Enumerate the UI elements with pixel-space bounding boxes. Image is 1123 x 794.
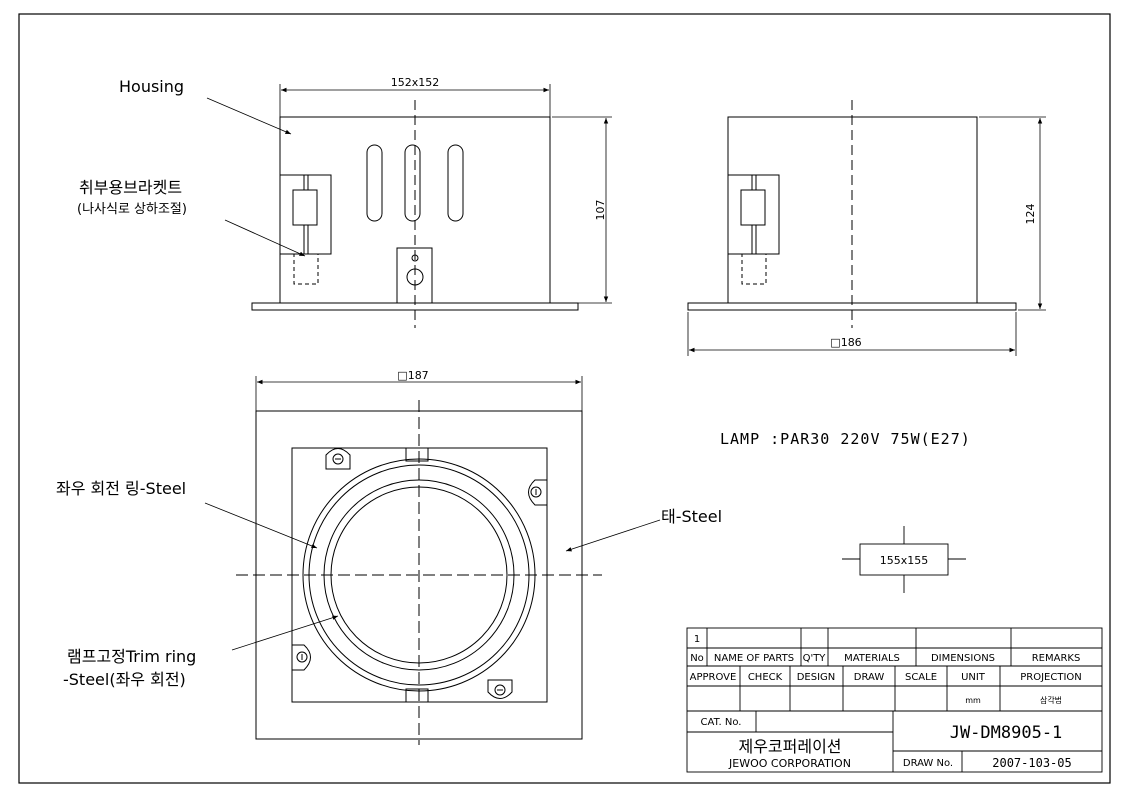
side-mounting-bracket bbox=[727, 174, 780, 285]
sheet-border bbox=[18, 13, 1111, 784]
draw-no-label: DRAW No. bbox=[903, 758, 953, 769]
approval-approve: APPROVE bbox=[690, 672, 737, 683]
label-housing: Housing bbox=[119, 77, 184, 96]
side-height-dimension: 124 bbox=[1024, 204, 1037, 225]
side-view bbox=[687, 100, 1017, 328]
draw-no-value: 2007-103-05 bbox=[992, 756, 1071, 770]
header-name-of-parts: NAME OF PARTS bbox=[714, 653, 794, 664]
screw-tab-right bbox=[528, 479, 548, 506]
unit-value: mm bbox=[965, 696, 981, 705]
label-trim-ring-note: -Steel(좌우 회전) bbox=[63, 670, 186, 689]
leader-lines bbox=[204, 97, 661, 651]
approval-design: DESIGN bbox=[797, 672, 836, 683]
label-trim-ring: 램프고정Trim ring bbox=[67, 647, 196, 666]
front-mounting-bracket bbox=[279, 174, 332, 285]
title-block bbox=[686, 627, 1103, 773]
screw-tab-top-left bbox=[325, 448, 351, 470]
top-dimensions bbox=[255, 376, 583, 411]
approval-unit: UNIT bbox=[961, 672, 986, 683]
cutout-dimension: 155x155 bbox=[880, 554, 929, 567]
header-qty: Q'TY bbox=[803, 653, 827, 664]
front-view bbox=[251, 100, 579, 328]
cutout-detail bbox=[842, 526, 966, 593]
top-view bbox=[236, 400, 602, 745]
approval-check: CHECK bbox=[748, 672, 783, 683]
side-dimensions bbox=[687, 116, 1046, 356]
drawing-number: JW-DM8905-1 bbox=[950, 723, 1063, 743]
company-name-english: JEWOO CORPORATION bbox=[728, 757, 851, 770]
approval-scale: SCALE bbox=[905, 672, 937, 683]
top-tab bbox=[405, 447, 429, 462]
vent-slot-right bbox=[447, 144, 464, 222]
item-number: 1 bbox=[694, 634, 700, 645]
label-bracket: 취부용브라켓트 bbox=[79, 178, 182, 197]
vent-slot-left bbox=[366, 144, 383, 222]
front-width-dimension: 152x152 bbox=[391, 76, 440, 89]
projection-value: 삼각법 bbox=[1040, 695, 1062, 705]
approval-draw: DRAW bbox=[854, 672, 885, 683]
vent-slot-middle bbox=[404, 144, 421, 222]
header-dimensions: DIMENSIONS bbox=[931, 653, 995, 664]
front-height-dimension: 107 bbox=[594, 200, 607, 221]
lamp-spec: LAMP :PAR30 220V 75W(E27) bbox=[720, 430, 971, 448]
approval-projection: PROJECTION bbox=[1020, 672, 1082, 683]
side-width-dimension: □186 bbox=[830, 336, 861, 349]
cat-no-label: CAT. No. bbox=[701, 717, 742, 728]
header-materials: MATERIALS bbox=[844, 653, 900, 664]
label-bracket-note: (나사식로 상하조절) bbox=[77, 202, 187, 217]
front-dimensions bbox=[279, 84, 612, 304]
company-name-korean: 제우코퍼레이션 bbox=[738, 737, 841, 756]
bottom-tab bbox=[405, 688, 429, 703]
screw-tab-left bbox=[291, 644, 311, 671]
header-remarks: REMARKS bbox=[1032, 653, 1081, 664]
label-frame-steel: 태-Steel bbox=[661, 507, 722, 526]
header-no: No bbox=[690, 653, 704, 664]
label-rotate-ring: 좌우 회전 링-Steel bbox=[56, 479, 186, 498]
top-width-dimension: □187 bbox=[397, 369, 428, 382]
screw-tab-bottom-right bbox=[487, 679, 513, 699]
